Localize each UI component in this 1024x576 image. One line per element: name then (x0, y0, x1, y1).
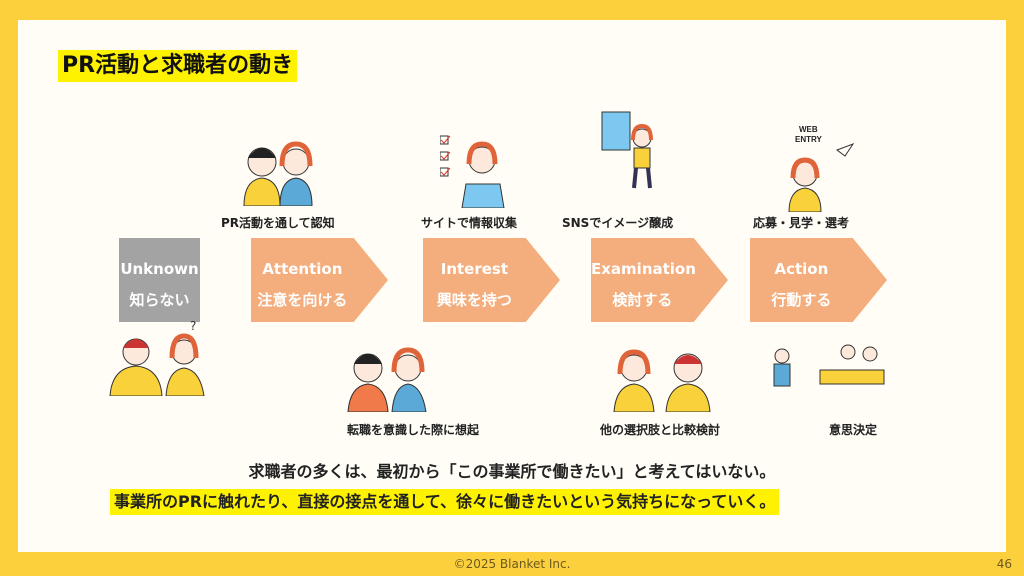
step-label-jp: 注意を向ける (257, 291, 348, 309)
caption-action-top: 応募・見学・選考 (753, 216, 850, 230)
web-entry-illustration-action: WEB ENTRY (788, 125, 855, 212)
step-label-jp: 行動する (771, 291, 832, 309)
people-illustration-unknown: ? (109, 320, 205, 396)
svg-text:ENTRY: ENTRY (795, 135, 822, 144)
step-label-jp: 知らない (129, 291, 190, 309)
step-label-jp: 検討する (612, 291, 673, 309)
step-label-en: Attention (262, 260, 343, 278)
caption-attention-top: PR活動を通して認知 (221, 216, 335, 230)
step-label-en: Action (774, 260, 829, 278)
caption-action-bottom: 意思決定 (829, 423, 878, 437)
message-highlight: 事業所のPRに触れたり、直接の接点を通して、徐々に働きたいという気持ちになってい… (110, 489, 780, 515)
step-attention: Attention 注意を向ける (251, 238, 388, 322)
step-label-en: Interest (440, 260, 509, 278)
caption-attention-bottom: 転職を意識した際に想起 (347, 423, 480, 437)
caption-examination-bottom: 他の選択肢と比較検討 (600, 423, 721, 437)
laptop-illustration-interest (440, 135, 505, 208)
sns-illustration-examination (601, 111, 653, 189)
interview-illustration-decision (773, 344, 885, 387)
footer-copyright: ©2025 Blanket Inc. (453, 557, 571, 571)
step-label-en: Unknown (120, 260, 199, 278)
step-label-jp: 興味を持つ (436, 291, 512, 309)
slide-title: PR活動と求職者の動き (58, 50, 298, 82)
message-primary: 求職者の多くは、最初から「この事業所で働きたい」と考えてはいない。 (248, 462, 776, 481)
svg-text:?: ? (190, 320, 196, 333)
people-illustration-attention (243, 141, 313, 206)
caption-examination-top: SNSでイメージ醸成 (562, 216, 674, 230)
step-label-en: Examination (591, 260, 696, 278)
caption-interest-top: サイトで情報収集 (421, 216, 518, 230)
web-entry-text: WEB (799, 125, 818, 134)
people-illustration-recall (347, 347, 427, 412)
people-illustration-compare (613, 349, 711, 412)
page-number: 46 (996, 557, 1012, 571)
step-unknown: Unknown 知らない (119, 238, 200, 322)
